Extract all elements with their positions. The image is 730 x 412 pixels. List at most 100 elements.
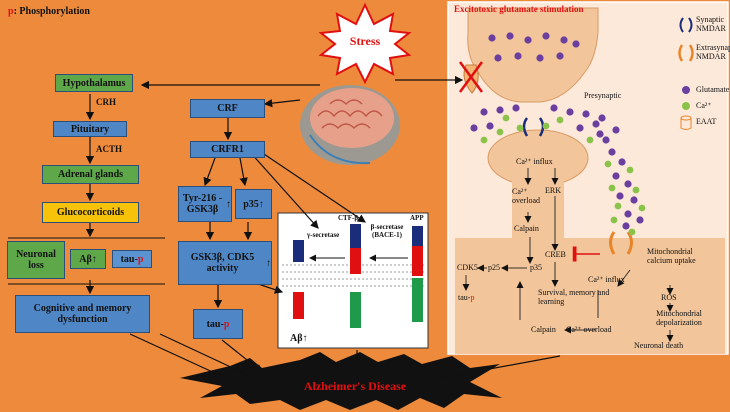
p35-box: p35↑ bbox=[235, 189, 272, 219]
glutamate-particle bbox=[618, 158, 626, 166]
p35-right-label: p35 bbox=[530, 263, 542, 272]
legend-eaat-label: EAAT bbox=[696, 117, 717, 126]
calpain2-label: Calpain bbox=[531, 325, 556, 334]
pituitary-box: Pituitary bbox=[53, 121, 127, 137]
adrenal-glands-box: Adrenal glands bbox=[42, 165, 139, 184]
glutamate-particle bbox=[524, 36, 532, 44]
glutamate-particle bbox=[622, 222, 630, 230]
calcium-particle bbox=[586, 136, 594, 144]
app-label: APP bbox=[410, 214, 424, 222]
legend-synaptic-label: Synaptic NMDAR bbox=[696, 15, 726, 33]
legend-synaptic-nmdar-icon bbox=[679, 17, 684, 33]
up-arrow-icon: ↑ bbox=[258, 198, 264, 210]
calcium-particle bbox=[608, 184, 616, 192]
p25-label: p25 bbox=[488, 263, 500, 272]
extrasynaptic-nmdar-icon bbox=[609, 231, 633, 255]
glucocorticoids-box: Glucocorticoids bbox=[42, 202, 139, 223]
glutamate-particle bbox=[576, 124, 584, 132]
creb-label: CREB bbox=[545, 250, 566, 259]
stress-label: Stress bbox=[349, 34, 381, 48]
legend-extrasynaptic-nmdar-icon bbox=[678, 44, 684, 62]
glutamate-particle bbox=[636, 216, 644, 224]
gamma-secretase-label: γ-secretase bbox=[307, 231, 340, 239]
neuronal-death-label: Neuronal death bbox=[634, 341, 684, 350]
legend-ca-label: Ca²⁺ bbox=[696, 101, 712, 110]
mito-depol-label: Mitochondrial depolarization bbox=[656, 309, 702, 327]
presynaptic-label: Presynaptic bbox=[584, 91, 622, 100]
neuronal-loss-box: Neuronal loss bbox=[7, 241, 65, 279]
glutamate-particle bbox=[542, 32, 550, 40]
calpain-label: Calpain bbox=[514, 224, 539, 233]
up-arrow-icon: ↑ bbox=[91, 253, 97, 265]
mito-uptake-label: Mitochondrial calcium uptake bbox=[647, 247, 696, 265]
glutamate-particle bbox=[596, 130, 604, 138]
calcium-particle bbox=[614, 202, 622, 210]
calcium-particle bbox=[604, 160, 612, 168]
glutamate-particle bbox=[612, 126, 620, 134]
glutamate-particle bbox=[556, 52, 564, 60]
cdk5-label: CDK5 bbox=[457, 263, 478, 272]
up-arrow-icon: ↑ bbox=[302, 333, 308, 344]
glutamate-particle bbox=[616, 192, 624, 200]
brain-icon bbox=[300, 85, 400, 165]
glutamate-particle bbox=[512, 104, 520, 112]
glutamate-particle bbox=[536, 54, 544, 62]
ctf-beta-label: CTF-β bbox=[338, 214, 359, 222]
ca-overload2-label: Ca²⁺ overload bbox=[566, 325, 612, 334]
glutamate-particle bbox=[486, 122, 494, 130]
glutamate-particle bbox=[506, 32, 514, 40]
glutamate-particle bbox=[630, 196, 638, 204]
gsk3b-cdk5-box: GSK3β, CDK5 activity↑ bbox=[178, 241, 272, 285]
glutamate-particle bbox=[496, 106, 504, 114]
survival-label: Survival, memory and learning bbox=[538, 288, 610, 306]
glutamate-particle bbox=[598, 114, 606, 122]
crf-box: CRF bbox=[190, 99, 265, 118]
abeta-up-box: Aβ↑ bbox=[70, 249, 106, 269]
erk-label: ERK bbox=[545, 186, 561, 195]
glutamate-particle bbox=[560, 36, 568, 44]
presynaptic-terminal bbox=[467, 7, 599, 103]
legend-ca-icon bbox=[682, 102, 690, 110]
up-arrow-icon: ↑ bbox=[266, 257, 271, 269]
ca-influx-label: Ca²⁺ influx bbox=[516, 157, 553, 166]
legend-glutamate-label: Glutamate bbox=[696, 85, 730, 94]
acth-label: ACTH bbox=[96, 144, 123, 154]
calcium-particle bbox=[632, 186, 640, 194]
glutamate-particle bbox=[550, 104, 558, 112]
hypothalamus-box: Hypothalamus bbox=[55, 74, 133, 92]
glutamate-particle bbox=[624, 180, 632, 188]
glutamate-particle bbox=[592, 120, 600, 128]
stress-burst bbox=[318, 2, 412, 85]
legend-extrasynaptic-label: Extrasynaptic NMDAR bbox=[696, 43, 730, 61]
alzheimers-burst bbox=[180, 352, 502, 410]
ca-influx2-label: Ca²⁺ influx bbox=[588, 275, 625, 284]
glutamate-particle bbox=[612, 172, 620, 180]
glutamate-particle bbox=[566, 108, 574, 116]
calcium-particle bbox=[610, 216, 618, 224]
glutamate-particle bbox=[514, 52, 522, 60]
phospho-p: p bbox=[8, 6, 14, 17]
calcium-particle bbox=[502, 114, 510, 122]
abeta-up-label: Aβ↑ bbox=[290, 333, 308, 344]
tau-p-left-box: tau-p bbox=[112, 250, 152, 268]
calcium-particle bbox=[516, 124, 524, 132]
eaat-blocked-icon bbox=[458, 61, 484, 94]
phosphorylation-legend: p: Phosphorylation bbox=[8, 6, 90, 17]
calcium-particle bbox=[638, 204, 646, 212]
crh-label: CRH bbox=[96, 97, 116, 107]
glutamate-particle bbox=[608, 148, 616, 156]
alzheimers-label: Alzheimer's Disease bbox=[303, 379, 407, 393]
ros-label: ROS bbox=[661, 293, 677, 302]
calcium-particle bbox=[496, 128, 504, 136]
glutamate-particle bbox=[480, 108, 488, 116]
crfr1-box: CRFR1 bbox=[190, 141, 265, 158]
glutamate-particle bbox=[582, 110, 590, 118]
glutamate-particle bbox=[602, 136, 610, 144]
tau-p-right-label: tau-p bbox=[458, 293, 475, 302]
calcium-particle bbox=[480, 136, 488, 144]
calcium-particle bbox=[542, 122, 550, 130]
calcium-particle bbox=[626, 166, 634, 174]
excitotoxic-title: Excitotoxic glutamate stimulation bbox=[454, 4, 584, 14]
tau-p-middle-box: tau-p bbox=[193, 309, 243, 339]
ca-overload-label: Ca²⁺ overload bbox=[512, 187, 540, 205]
